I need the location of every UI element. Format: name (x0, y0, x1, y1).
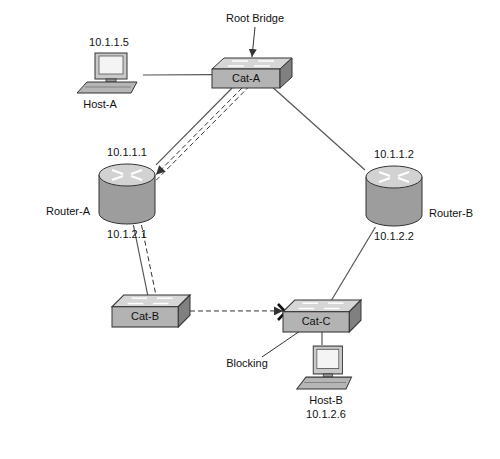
icon-part (366, 166, 422, 188)
icon-part (254, 65, 270, 66)
icon-part (157, 297, 173, 298)
icon-part (110, 181, 144, 183)
router-box: 10.1.1.210.1.2.2Router-B (365, 165, 423, 227)
icon-part (112, 295, 190, 307)
node-label: 10.1.2.6 (295, 408, 357, 421)
host-pc: 10.1.1.5Host-A (75, 52, 143, 94)
icon-part (212, 69, 280, 88)
icon-part (99, 56, 123, 74)
dashed-path-arrow (156, 88, 242, 175)
node-label: Router-A (10, 205, 90, 218)
icon-part (85, 87, 131, 88)
icon-part (328, 302, 344, 303)
switch-box: Cat-A (212, 58, 292, 88)
dashed-path-arrow (190, 310, 283, 311)
dashed-path-arrow (156, 88, 248, 180)
router-symbol (98, 163, 156, 225)
icon-part (128, 303, 144, 304)
link-line (332, 227, 376, 300)
icon-part (178, 295, 190, 327)
icon-part (283, 312, 349, 332)
icon-part (232, 60, 248, 61)
icon-part (313, 346, 342, 374)
switch-box: Cat-B (112, 295, 190, 327)
icon-part (112, 170, 142, 180)
node-label: 10.1.2.1 (88, 228, 166, 241)
icon-part (283, 300, 361, 312)
icon-part (297, 377, 352, 389)
node-label: 10.1.1.1 (88, 146, 166, 159)
icon-part (212, 58, 292, 69)
node-label: 10.1.2.2 (355, 230, 433, 243)
host-pc-symbol (295, 345, 357, 390)
icon-part (379, 172, 409, 182)
router-symbol (365, 165, 423, 227)
root-bridge-leader (252, 27, 255, 57)
icon-part (228, 65, 244, 66)
node-label: Cat-A (212, 72, 280, 85)
root-bridge-label: Root Bridge (205, 12, 305, 25)
host-pc: Host-B10.1.2.6 (295, 345, 357, 390)
link-line (156, 88, 232, 165)
switch-box: Cat-C (283, 300, 361, 332)
icon-part (258, 60, 274, 61)
router-box: 10.1.1.110.1.2.1Router-A (98, 163, 156, 225)
host-pc-symbol (75, 52, 143, 94)
node-label: Host-B (295, 394, 357, 407)
icon-part (132, 297, 148, 298)
icon-part (299, 308, 315, 309)
icon-part (99, 164, 155, 186)
icon-part (377, 183, 411, 185)
node-label: 10.1.1.2 (355, 148, 433, 161)
icon-part (280, 58, 292, 88)
node-label: Cat-C (283, 315, 349, 328)
icon-part (303, 302, 319, 303)
icon-part (349, 300, 361, 332)
link-line (273, 88, 365, 170)
node-label: 10.1.1.5 (75, 36, 143, 49)
icon-part (153, 303, 169, 304)
icon-part (95, 53, 127, 79)
port-state-label: Blocking (212, 357, 282, 370)
icon-part (112, 307, 178, 327)
icon-part (304, 382, 346, 383)
link-line (143, 74, 212, 76)
icon-part (324, 308, 340, 309)
node-label: Cat-B (112, 310, 178, 323)
icon-part (77, 82, 137, 93)
node-label: Host-A (75, 98, 125, 111)
blocking-leader (262, 331, 300, 357)
icon-part (317, 349, 339, 368)
node-label: Router-B (429, 207, 499, 220)
link-line (321, 332, 322, 345)
